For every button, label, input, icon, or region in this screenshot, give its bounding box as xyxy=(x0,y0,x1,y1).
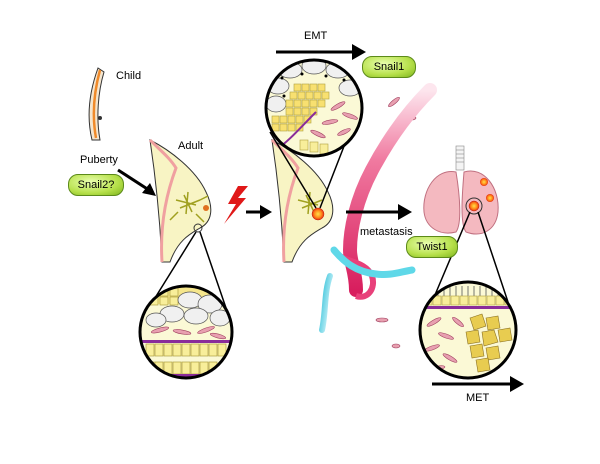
zoom-line xyxy=(149,231,197,307)
puberty-label: Puberty xyxy=(80,154,118,166)
migrating-cell xyxy=(388,96,400,108)
zoom-line xyxy=(477,211,509,303)
circulating-cell xyxy=(375,317,389,323)
lungs-illustration xyxy=(423,145,499,235)
met-label: MET xyxy=(466,392,490,404)
lightning-icon xyxy=(224,186,248,224)
adult-breast-illustration xyxy=(148,138,212,263)
snail1-badge: Snail1 xyxy=(362,56,416,78)
tumor-breast-illustration xyxy=(270,138,334,263)
metastasis-arrow-head xyxy=(398,204,412,220)
emt-arrow-head xyxy=(352,44,366,60)
met-inset xyxy=(418,280,518,380)
transformation-arrow-head xyxy=(260,205,272,219)
lymph-vessel xyxy=(319,246,416,333)
tumor-emt-inset xyxy=(264,58,364,158)
twist1-badge: Twist1 xyxy=(406,236,458,258)
child-breast-illustration xyxy=(88,67,105,141)
snail2-badge: Snail2? xyxy=(68,174,124,196)
adult-label: Adult xyxy=(178,140,204,152)
zoom-line xyxy=(319,135,349,209)
puberty-arrow-head xyxy=(142,183,156,196)
metastasis-label: metastasis xyxy=(360,226,413,238)
zoom-line xyxy=(269,131,317,209)
met-arrow-head xyxy=(510,376,524,392)
emt-label: EMT xyxy=(304,30,328,42)
child-label: Child xyxy=(116,70,142,82)
zoom-line xyxy=(199,231,227,309)
circulating-cell xyxy=(391,343,401,349)
normal-tissue-inset xyxy=(138,284,234,380)
